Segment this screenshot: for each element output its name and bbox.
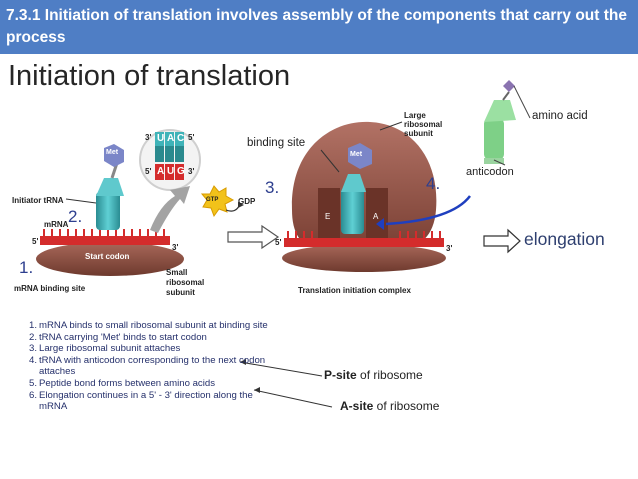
step-item-5: 5.Peptide bond forms between amino acids: [29, 377, 215, 389]
five-prime-2: 5': [275, 238, 282, 247]
large-subunit-pointer: [379, 121, 403, 131]
codon-bottom-u: U: [167, 166, 175, 177]
codon-bottom-g: G: [177, 166, 185, 177]
initiator-trna: [96, 144, 124, 230]
incoming-trna: [484, 80, 516, 164]
codon-bottom-a: A: [157, 166, 165, 177]
initiator-trna-pointer: [65, 198, 97, 204]
gdp-label: GDP: [238, 197, 256, 206]
step-arrow-1: [227, 224, 280, 250]
small-subunit-label-1: Small: [166, 268, 188, 277]
met-label-2: Met: [350, 151, 363, 158]
step-number-3: 3.: [265, 178, 280, 197]
codon-top-a: A: [167, 133, 175, 144]
met-hexagon-1: [104, 144, 124, 167]
mrna-strand-1: [40, 236, 170, 245]
gtp-star: [200, 185, 235, 218]
anticodon-pointer: [493, 159, 506, 166]
mrna-label: mRNA: [44, 220, 69, 229]
e-site-slot: [318, 188, 340, 238]
large-subunit-label-1: Large: [404, 111, 426, 120]
binding-site-pointer: [320, 149, 340, 173]
anticodon-bases: [484, 158, 504, 164]
start-codon-label: Start codon: [85, 252, 130, 261]
mrna-bases-2: [287, 231, 441, 238]
large-ribosomal-subunit: [291, 121, 437, 248]
anticodon-label: anticodon: [466, 166, 514, 178]
a-site-arrow: [385, 195, 471, 226]
mrna-binding-site-label: mRNA binding site: [14, 284, 86, 293]
large-subunit-label-2: ribosomal: [404, 120, 443, 129]
small-subunit-label-2: ribosomal: [166, 278, 205, 287]
p-site-trna: [341, 143, 372, 234]
a-site-label-text: A-site of ribosome: [340, 399, 440, 413]
three-prime-2: 3': [446, 244, 453, 253]
zoom-arrow: [150, 186, 190, 233]
step-number-4: 4.: [426, 174, 441, 193]
codon-top-c: C: [177, 133, 185, 144]
step-number-2: 2.: [68, 207, 83, 226]
title-banner: 7.3.1 Initiation of translation involves…: [0, 0, 638, 54]
step-item-3: 3.Large ribosomal subunit attaches: [29, 343, 181, 355]
a-site-label: A: [373, 212, 379, 221]
complex-small-subunit: [282, 244, 446, 272]
steps-list: 1.mRNA binds to small ribosomal subunit …: [29, 320, 269, 413]
step-item-6: 6.Elongation continues in a 5' - 3' dire…: [29, 389, 253, 413]
amino-acid-label: amino acid: [532, 110, 588, 122]
amino-acid-diamond: [503, 80, 515, 92]
small-subunit-label-3: subunit: [166, 288, 195, 297]
step-item-4: 4.tRNA with anticodon corresponding to t…: [29, 354, 266, 378]
amino-acid-pointer: [513, 85, 531, 119]
three-prime-1: 3': [172, 243, 179, 252]
small-ribosomal-subunit: [36, 242, 184, 276]
slide-title: 7.3.1 Initiation of translation involves…: [6, 7, 627, 46]
mrna-bases-1: [43, 229, 165, 236]
anticodon-block: [155, 132, 184, 180]
codon-five-prime-top: 5': [188, 133, 195, 142]
large-subunit-label-3: subunit: [404, 129, 433, 138]
codon-three-prime: 3': [145, 133, 152, 142]
five-prime-1: 5': [32, 237, 39, 246]
elongation-label: elongation: [524, 229, 605, 249]
step-item-2: 2.tRNA carrying 'Met' binds to start cod…: [29, 331, 207, 343]
a-site-pointer: [253, 389, 333, 408]
step-item-1: 1.mRNA binds to small ribosomal subunit …: [29, 320, 268, 331]
complex-label: Translation initiation complex: [298, 286, 411, 295]
step-number-1: 1.: [19, 258, 34, 277]
e-site-label: E: [325, 212, 331, 221]
binding-site-label: binding site: [247, 137, 306, 149]
met-hexagon-2: [348, 143, 372, 169]
codon-three-prime-bottom: 3': [188, 167, 195, 176]
codon-top-u: U: [157, 133, 165, 144]
diagram-heading: Initiation of translation: [8, 60, 291, 92]
gtp-label: GTP: [206, 197, 219, 203]
p-site-label: P-site of ribosome: [324, 368, 423, 382]
p-site-pointer: [239, 361, 323, 377]
met-label-1: Met: [106, 149, 119, 156]
elongation-arrow: [483, 228, 521, 254]
codon-five-prime-bottom: 5': [145, 167, 152, 176]
initiator-trna-label: Initiator tRNA: [12, 196, 64, 205]
mrna-strand-2: [284, 238, 444, 247]
